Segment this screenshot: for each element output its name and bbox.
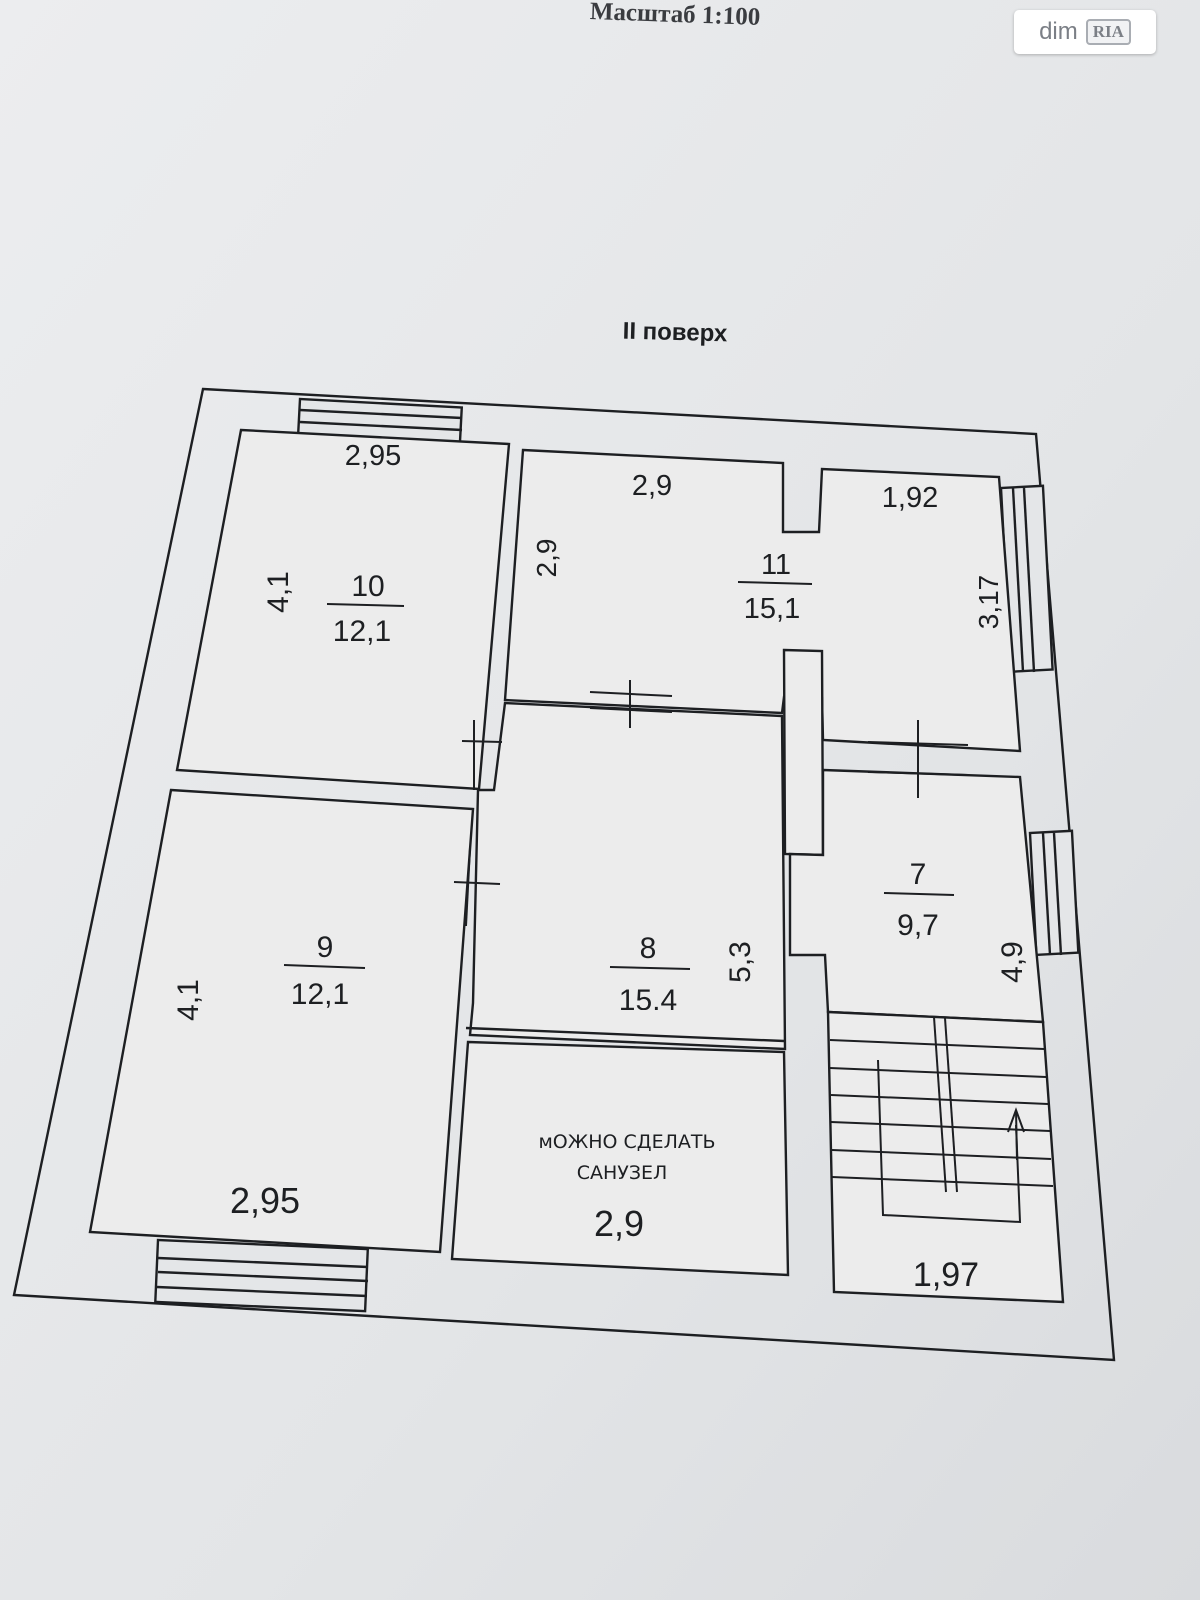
right-window-upper — [999, 484, 1054, 674]
center-pier — [782, 648, 825, 857]
stair-treads — [829, 1016, 1054, 1224]
outer-wall-outline — [12, 387, 1116, 1362]
room-11-labels: 2,9 1,92 2,9 11 15,1 3,17 — [531, 470, 1004, 629]
room-8-area: 15,4 — [619, 984, 677, 1017]
right-window-lower — [1028, 829, 1080, 957]
stairs-width: 1,97 — [913, 1256, 979, 1294]
room-10-area: 12,1 — [333, 615, 391, 648]
room-8-height: 5,3 — [724, 941, 757, 983]
room-11-height-right: 3,17 — [973, 575, 1004, 630]
room-7-area: 9,7 — [897, 909, 939, 942]
doors — [453, 680, 969, 927]
watermark-ria-logo: RIA — [1085, 19, 1131, 45]
room-10-number: 10 — [351, 570, 384, 603]
room-8-labels: 8 15,4 5,3 — [609, 932, 757, 1017]
floor-plan — [12, 387, 1116, 1362]
room-7-number: 7 — [910, 858, 927, 891]
room-7-outline — [788, 768, 1045, 1024]
room-11-outline — [503, 448, 1022, 753]
bottom-window — [154, 1238, 370, 1313]
room-9-labels: 9 12,1 4,1 2,95 — [172, 931, 366, 1221]
room-11-fraction-line — [737, 581, 813, 585]
room-7-fraction-line — [883, 892, 955, 896]
room-11-number: 11 — [761, 549, 791, 581]
room-9-height: 4,1 — [172, 979, 205, 1021]
bath-room-outline — [450, 1040, 790, 1277]
room-9-number: 9 — [317, 931, 334, 964]
room-10-width: 2,95 — [345, 440, 401, 472]
room-8-number: 8 — [640, 932, 657, 965]
room-7-height: 4,9 — [996, 941, 1029, 983]
room-8-outline — [468, 701, 787, 1051]
bath-note-line1: мОЖНО СДЕЛАТЬ — [538, 1131, 715, 1153]
room-10-labels: 2,95 4,1 10 12,1 — [262, 440, 405, 648]
stairs-outline — [826, 1010, 1065, 1304]
room-8-fraction-line — [609, 966, 691, 970]
bath-width: 2,9 — [594, 1203, 644, 1244]
room-11-width-left: 2,9 — [632, 470, 672, 502]
room-11-width-right: 1,92 — [882, 482, 938, 514]
room-9-width: 2,95 — [230, 1180, 300, 1221]
room-9-area: 12,1 — [291, 978, 349, 1011]
room-9-outline — [88, 788, 475, 1254]
room-10-height: 4,1 — [262, 571, 295, 613]
watermark-dim-text: dim — [1039, 18, 1078, 45]
room-11-area: 15,1 — [744, 593, 800, 625]
room-7-labels: 7 9,7 4,9 — [883, 858, 1029, 983]
floor-title: II поверх — [622, 318, 728, 348]
bath-labels: мОЖНО СДЕЛАТЬ САНУЗЕЛ 2,9 — [538, 1131, 715, 1244]
bath-note-line2: САНУЗЕЛ — [577, 1162, 668, 1184]
room-11-height-left: 2,9 — [531, 539, 562, 578]
room-9-fraction-line — [283, 964, 366, 969]
stairs-labels: 1,97 — [913, 1256, 979, 1294]
scale-label: Масштаб 1:100 — [589, 0, 760, 31]
stairs-up-arrow-icon — [1007, 1107, 1025, 1161]
room-10-fraction-line — [326, 603, 405, 607]
dim-ria-watermark: dim RIA — [1014, 10, 1156, 54]
